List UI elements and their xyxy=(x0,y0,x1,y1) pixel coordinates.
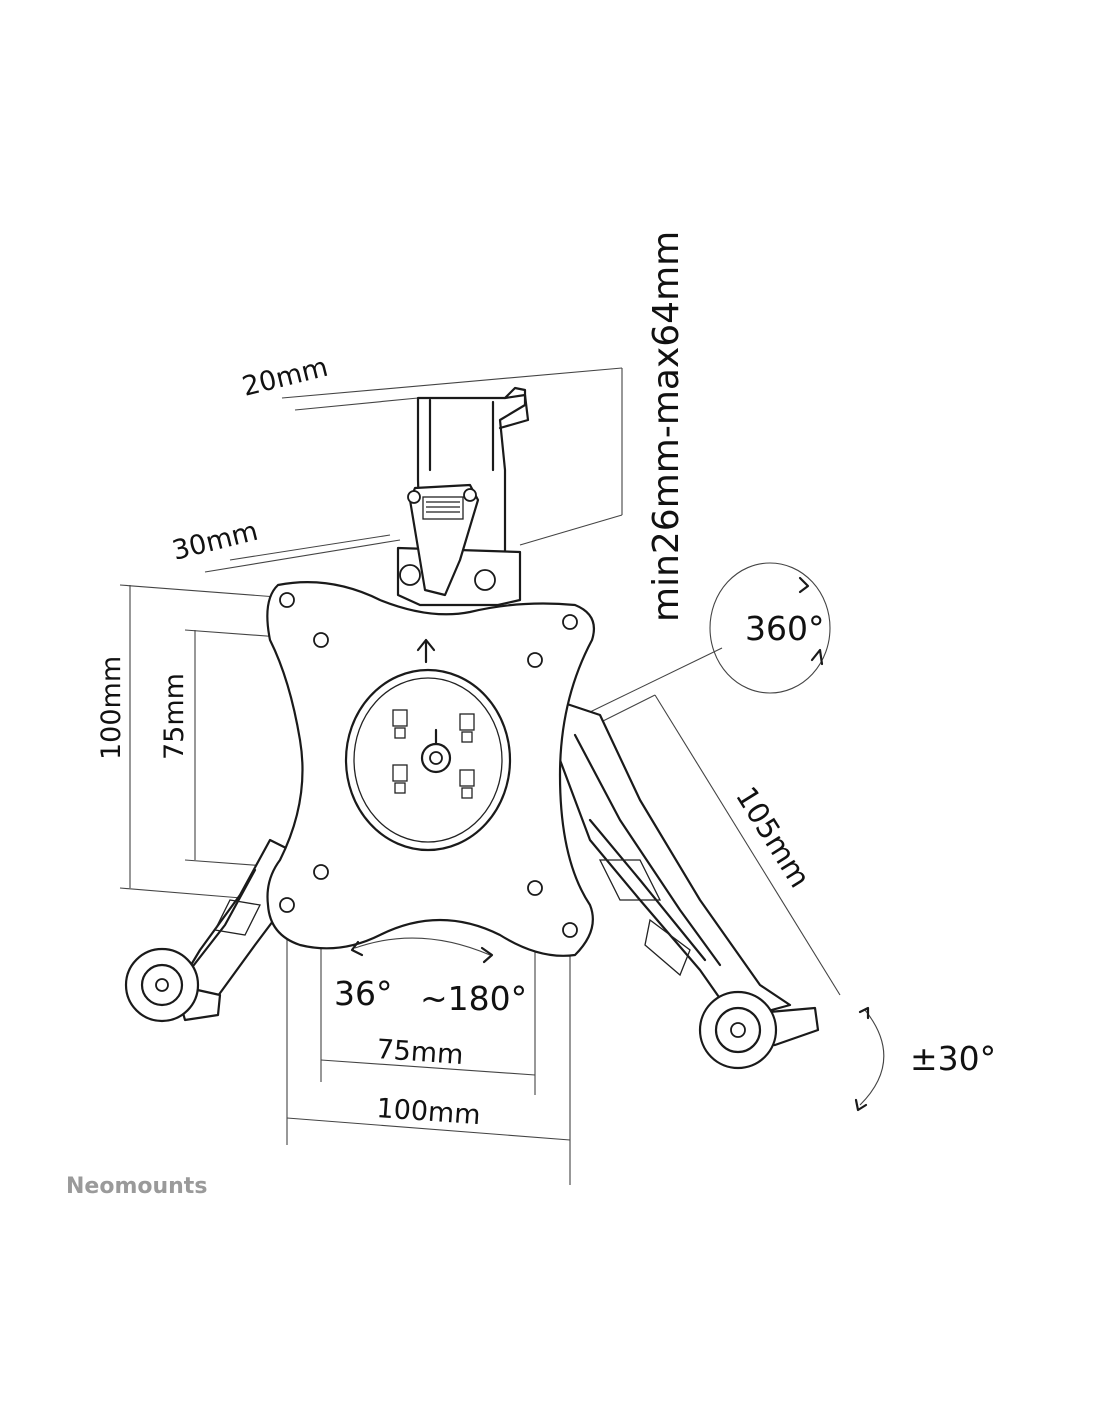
vesa-plate xyxy=(266,581,596,957)
label-vesa-outer-horizontal: 100mm xyxy=(376,1093,482,1131)
brand-logo-text: Neomounts xyxy=(66,1174,207,1199)
dimension-lines xyxy=(119,367,841,1185)
label-clamp-range: min26mm-max64mm xyxy=(646,231,687,622)
motion-indicators xyxy=(350,562,885,1112)
label-rotation-left: 36° xyxy=(334,974,393,1013)
label-clamp-width: 30mm xyxy=(169,516,261,567)
label-swivel: 360° xyxy=(745,609,825,648)
desk-clamp xyxy=(396,386,530,607)
label-rotation-right: ~180° xyxy=(420,979,527,1018)
label-vesa-inner-horizontal: 75mm xyxy=(376,1034,465,1071)
support-arms xyxy=(124,698,820,1070)
label-vesa-outer-vertical: 100mm xyxy=(96,656,127,760)
label-tilt: ±30° xyxy=(910,1039,996,1078)
label-vesa-inner-vertical: 75mm xyxy=(159,673,190,760)
